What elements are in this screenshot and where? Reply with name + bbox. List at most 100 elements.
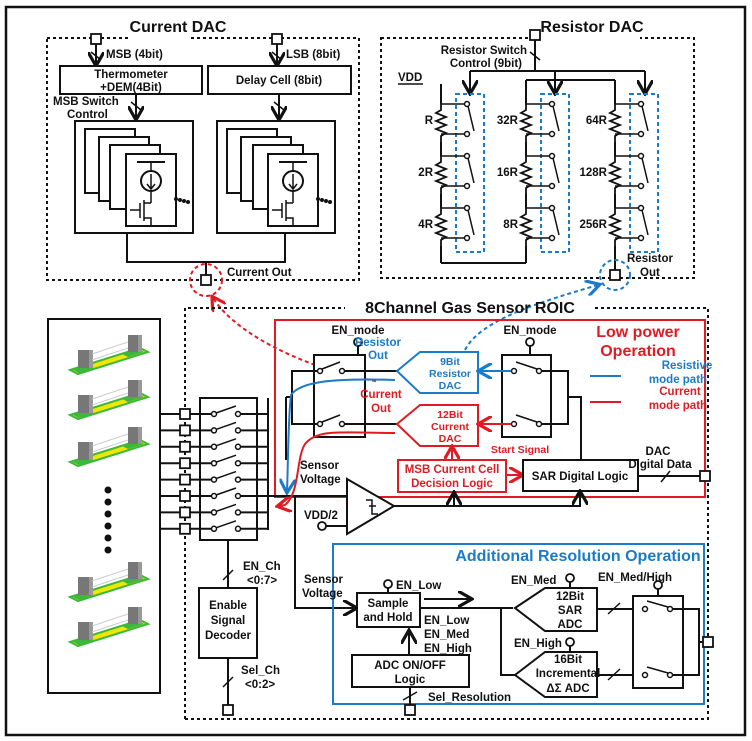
low-power-title: Low power xyxy=(596,324,680,341)
en-ch-label: EN_Ch xyxy=(243,561,281,573)
adc-output-pin xyxy=(702,636,714,648)
resistor-control-pin xyxy=(529,29,541,41)
channel-switch xyxy=(215,520,237,529)
channel-row xyxy=(160,454,268,470)
roic-title: 8Channel Gas Sensor ROIC xyxy=(365,300,575,317)
resistor-dac-9bit-label-2: Resistor xyxy=(429,368,471,380)
current-dac-title: Current DAC xyxy=(130,19,227,36)
sensor-voltage-label: Sensor xyxy=(300,460,340,472)
msb-switch-label: MSB Switch xyxy=(53,96,119,108)
roic-border xyxy=(184,307,709,720)
channel-pin xyxy=(179,490,191,502)
resistor-dac-block: Resistor DAC Resistor Switch Control (9b… xyxy=(380,19,695,291)
lsb-input-pin xyxy=(271,33,283,45)
resistor-out-label-2: Out xyxy=(368,350,388,362)
resistor-label: 128R xyxy=(580,167,608,179)
sample-and-hold xyxy=(356,592,421,628)
channel-pin xyxy=(179,408,191,420)
low-power-title-2: Operation xyxy=(600,343,676,360)
dac-data-label-2: Digital Data xyxy=(628,459,692,471)
channel-row xyxy=(160,520,268,535)
resistor-column-1 xyxy=(435,84,485,263)
sensor-voltage-label: Sensor xyxy=(304,574,344,586)
en-med-high-pin xyxy=(653,580,663,590)
roic-block: 8Channel Gas Sensor ROIC EN_Ch <0:7> Ena… xyxy=(47,300,714,720)
channel-switch xyxy=(215,503,237,513)
en-high-label: EN_High xyxy=(514,638,562,650)
channel-row xyxy=(160,470,268,486)
legend-resistive-label-2: mode path xyxy=(649,374,707,386)
adc-output-switch xyxy=(632,595,684,689)
resistor-label: R xyxy=(425,115,434,127)
ellipsis-dots xyxy=(104,486,112,554)
resistor-switch-label: Resistor Switch xyxy=(441,45,527,57)
sel-ch-label: Sel_Ch xyxy=(241,665,280,677)
lsb-label: LSB (8bit) xyxy=(286,49,340,61)
resistor-dac-title: Resistor DAC xyxy=(540,19,644,36)
current-dac-block: Current DAC MSB (4bit) LSB (8bit) Thermo… xyxy=(46,19,360,297)
en-med-pin xyxy=(565,573,575,583)
channel-switch xyxy=(215,487,237,496)
thermometer-dem-box xyxy=(59,65,203,95)
sensor-voltage-label-2: Voltage xyxy=(300,474,341,486)
inc-adc-label-2: Incremental xyxy=(536,668,601,680)
current-out-highlight xyxy=(189,263,223,297)
en-med-label: EN_Med xyxy=(511,575,556,587)
dac-data-pin xyxy=(699,470,711,482)
resistor-dac-9bit-label-3: DAC xyxy=(439,380,462,392)
en-ch-bits-label: <0:7> xyxy=(247,575,277,587)
resistor-label: 32R xyxy=(497,115,519,127)
resistor-out-label: Resistor xyxy=(627,253,674,265)
inc-adc-label-3: ΔΣ ADC xyxy=(546,683,589,695)
channel-row xyxy=(160,405,268,420)
resistor-label: 8R xyxy=(503,219,518,231)
adc-logic-label-2: Logic xyxy=(395,674,426,686)
channel-switch xyxy=(215,405,237,414)
msb-decision-label-2: Decision Logic xyxy=(411,478,493,490)
msb-input-pin xyxy=(90,33,102,45)
vdd-half-pin xyxy=(317,521,327,531)
sel-ch-bits-label: <0:2> xyxy=(245,679,275,691)
current-out-label: Current Out xyxy=(227,267,292,279)
channel-pin xyxy=(179,457,191,470)
hysteresis-icon xyxy=(366,499,378,515)
dac-data-label: DAC xyxy=(646,446,671,458)
decoder-label: Enable xyxy=(209,600,247,612)
en-mode-left-label: EN_mode xyxy=(331,325,384,337)
delay-cell-box xyxy=(207,65,352,95)
en-high-pin xyxy=(565,637,575,647)
msb-current-cells xyxy=(74,120,194,234)
current-dac-12bit-label-2: Current xyxy=(431,421,469,433)
en-low-label: EN_Low xyxy=(396,580,441,592)
channel-row xyxy=(160,503,268,519)
en-med-high-label: EN_Med/High xyxy=(598,572,672,584)
resistor-label: 2R xyxy=(418,167,433,179)
channel-pin xyxy=(179,522,191,535)
legend-resistive-label: Resistive xyxy=(662,360,713,372)
sar-adc-label-3: ADC xyxy=(558,619,583,631)
resistor-label: 64R xyxy=(586,115,608,127)
sample-hold-label-2: and Hold xyxy=(363,612,412,624)
channel-pin xyxy=(179,506,191,519)
sar-adc-label: 12Bit xyxy=(556,591,584,603)
channel-pin xyxy=(179,473,191,486)
resistor-column-2 xyxy=(520,79,570,263)
msb-label: MSB (4bit) xyxy=(106,49,163,61)
resistor-label: 256R xyxy=(580,219,608,231)
thermometer-label: Thermometer xyxy=(94,69,168,81)
resistor-out-highlight xyxy=(599,259,631,291)
resistor-control-bits-label: Control (9bit) xyxy=(450,58,522,70)
resistor-column-3 xyxy=(555,79,659,270)
current-out-label-2: Out xyxy=(371,403,391,415)
sel-ch-pin xyxy=(222,704,234,716)
sel-resolution-label: Sel_Resolution xyxy=(428,692,511,704)
additional-resolution-block: Additional Resolution Operation Sensor V… xyxy=(302,543,714,716)
resistor-out-label: Resistor xyxy=(355,337,402,349)
adc-logic-label: ADC ON/OFF xyxy=(374,660,446,672)
legend-current-label: Current xyxy=(659,386,701,398)
sel-resolution-pin xyxy=(404,704,416,716)
channel-mux xyxy=(160,397,269,541)
current-dac-12bit-label-3: DAC xyxy=(439,433,462,445)
en-low-pin xyxy=(383,579,393,589)
start-signal-label: Start Signal xyxy=(491,444,549,456)
